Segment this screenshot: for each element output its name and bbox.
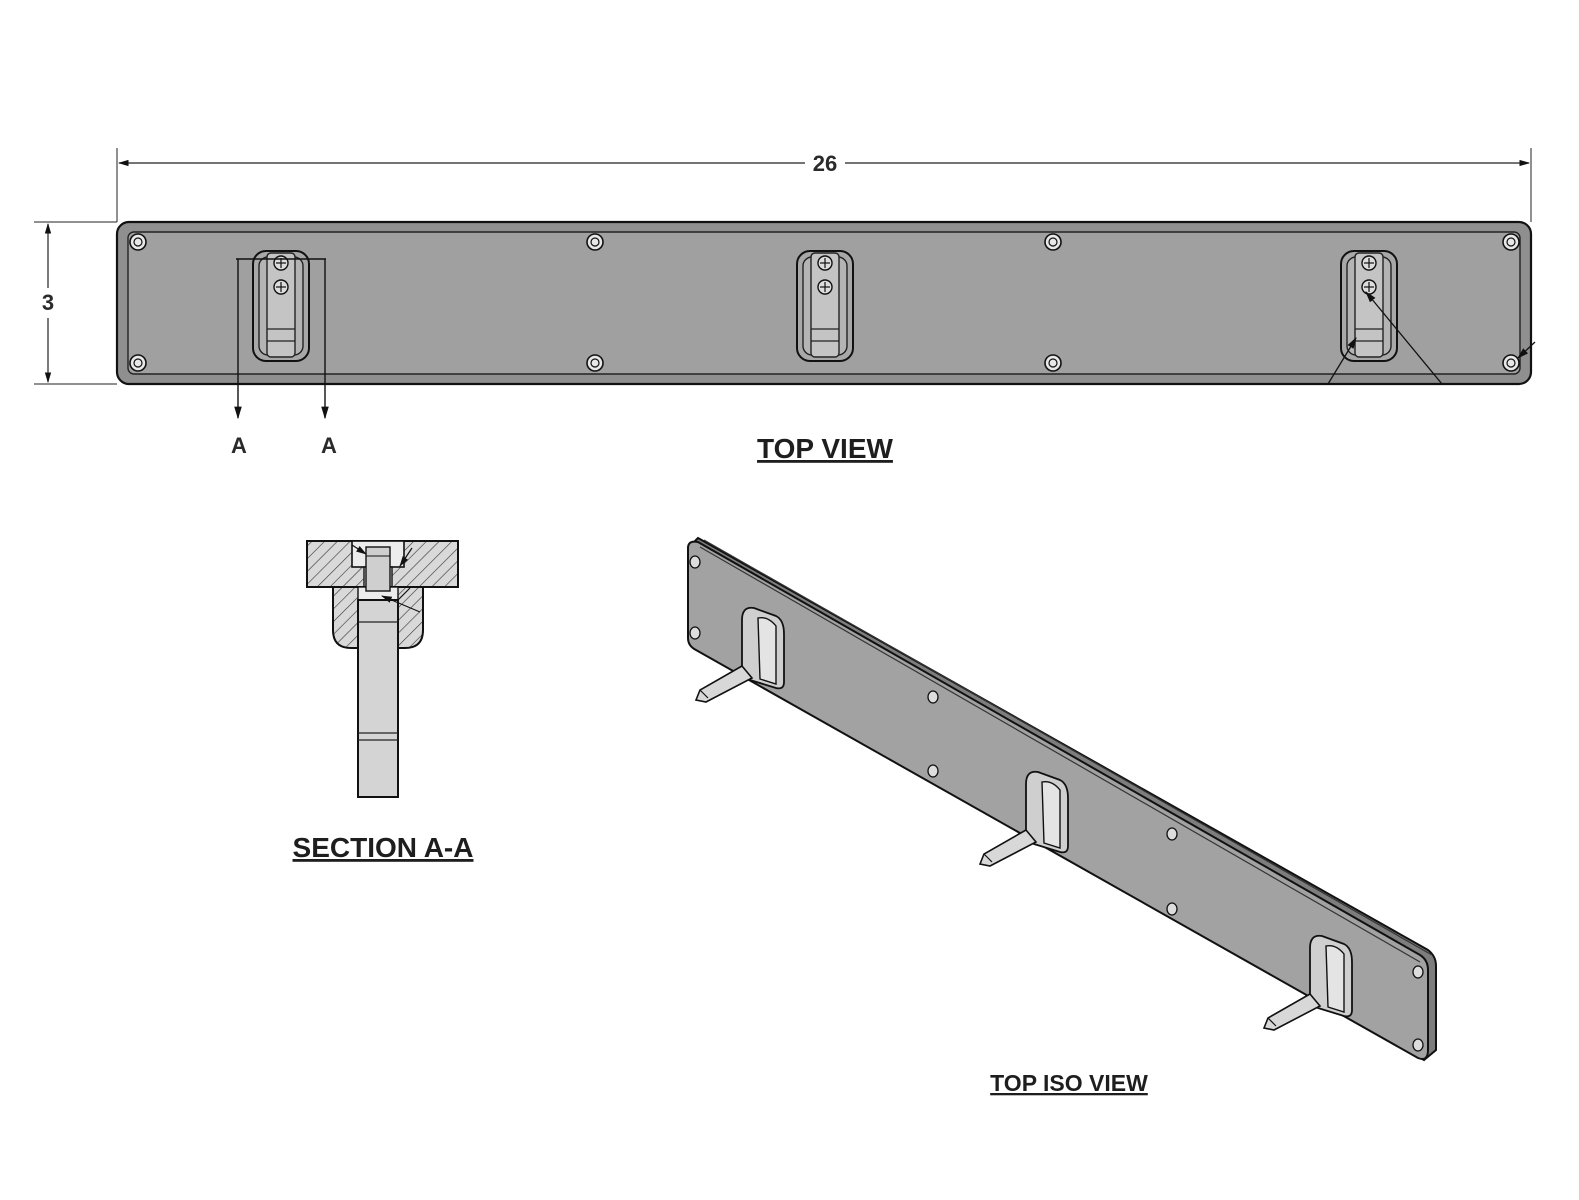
iso-view: TOP ISO VIEW (686, 536, 1437, 1096)
top-view: 26 3 (34, 148, 1536, 464)
screw-head-icon (817, 279, 833, 295)
iso-view-title: TOP ISO VIEW (990, 1070, 1148, 1096)
screw-hole-icon (1166, 827, 1178, 841)
screw-hole-icon (129, 233, 147, 251)
section-view: SECTION A-A (293, 540, 474, 863)
top-view-screw-holes (129, 233, 1520, 372)
iso-hook-2 (978, 770, 1069, 867)
screw-hole-icon (129, 354, 147, 372)
section-view-title: SECTION A-A (293, 832, 474, 863)
screw-hole-icon (1502, 233, 1520, 251)
screw-head-icon (817, 255, 833, 271)
top-view-hook-2 (796, 250, 854, 362)
screw-hole-icon (1502, 354, 1520, 372)
height-dimension: 3 (34, 221, 117, 385)
top-view-hook-1 (252, 250, 310, 362)
screw-hole-icon (927, 690, 939, 704)
height-dimension-label: 3 (42, 290, 54, 315)
screw-hole-icon (927, 764, 939, 778)
section-letter-left: A (231, 433, 247, 458)
iso-screw-holes (689, 555, 1424, 1052)
leader-lines (1327, 291, 1536, 385)
screw-hole-icon (586, 354, 604, 372)
top-view-hook-3 (1340, 250, 1398, 362)
section-cut-line: A A (231, 258, 337, 458)
screw-head-icon (1361, 279, 1377, 295)
screw-hole-icon (1166, 902, 1178, 916)
length-dimension-label: 26 (813, 151, 837, 176)
screw-hole-icon (1412, 965, 1424, 979)
top-view-title: TOP VIEW (757, 433, 893, 464)
screw-hole-icon (586, 233, 604, 251)
screw-hole-icon (689, 555, 701, 569)
screw-head-icon (273, 255, 289, 271)
section-letter-right: A (321, 433, 337, 458)
screw-hole-icon (1412, 1038, 1424, 1052)
length-dimension: 26 (116, 148, 1532, 222)
iso-hook-1 (694, 606, 785, 703)
screw-head-icon (1361, 255, 1377, 271)
screw-hole-icon (689, 626, 701, 640)
screw-hole-icon (1044, 354, 1062, 372)
screw-hole-icon (1044, 233, 1062, 251)
iso-hook-3 (1262, 934, 1353, 1031)
screw-head-icon (273, 279, 289, 295)
